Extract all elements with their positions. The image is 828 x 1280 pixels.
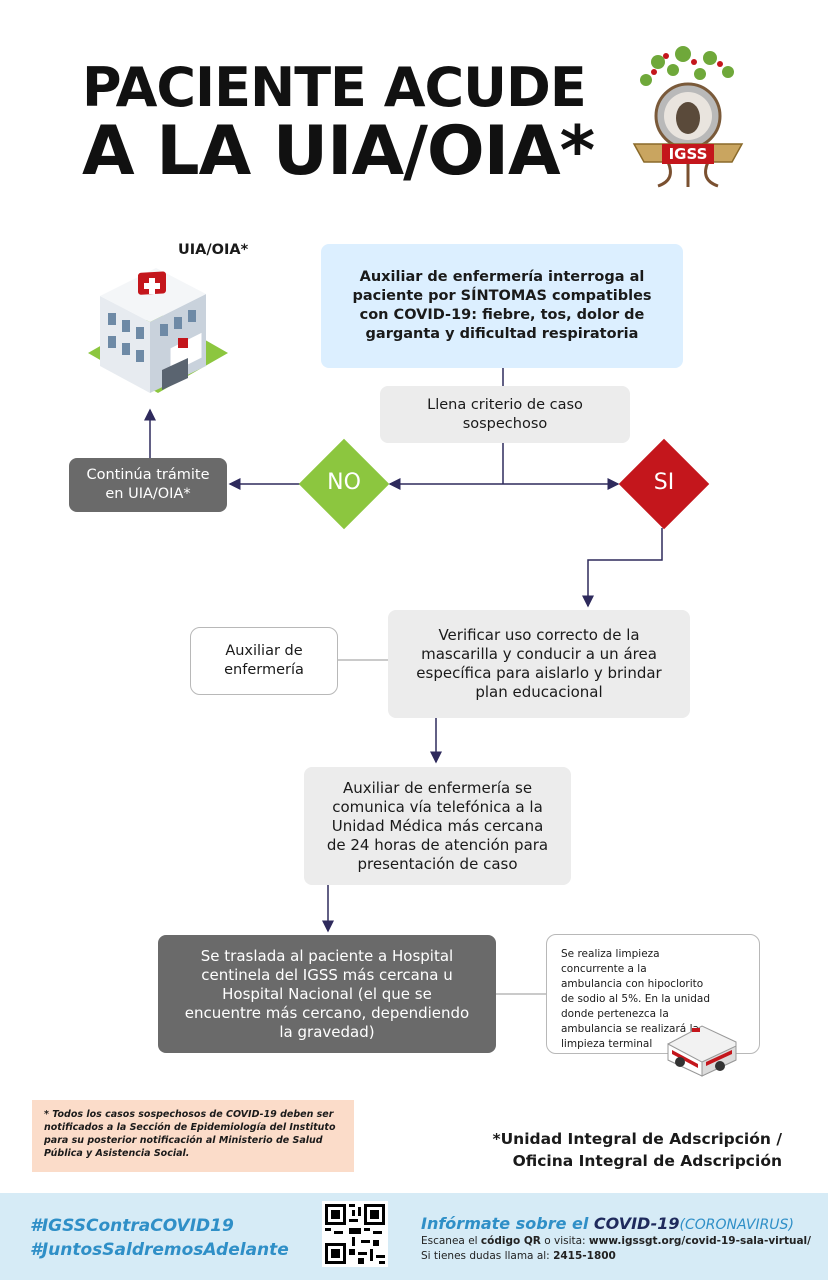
logo-text: IGSS <box>662 144 714 164</box>
footer-banner <box>0 1193 828 1280</box>
scan-line: Escanea el código QR o visita: www.igssg… <box>421 1235 811 1247</box>
hashtag-igss-contra-covid: #IGSSContraCOVID19 <box>30 1216 234 1236</box>
node-comunica-telefonica: Auxiliar de enfermería se comunica vía t… <box>304 767 571 885</box>
node-continua-tramite: Continúa trámite en UIA/OIA* <box>69 458 227 512</box>
scan-qr: código QR <box>480 1235 541 1247</box>
footnote-definition: *Unidad Integral de Adscripción / Oficin… <box>492 1128 782 1172</box>
igss-logo: IGSS <box>628 44 748 189</box>
ambulance-icon <box>662 1010 742 1078</box>
hashtag-juntos-saldremos: #JuntosSaldremosAdelante <box>30 1240 289 1260</box>
decision-si-label: SI <box>653 470 675 495</box>
hospital-building-icon <box>78 258 238 408</box>
footnote-line2: Oficina Integral de Adscripción <box>512 1152 782 1170</box>
node-limpieza-ambulancia: Se realiza limpieza concurrente a la amb… <box>546 934 760 1054</box>
page-title-line1: PACIENTE ACUDE <box>82 56 587 119</box>
node-verificar-mascarilla: Verificar uso correcto de la mascarilla … <box>388 610 690 718</box>
phone-prefix: Si tienes dudas llama al: <box>421 1250 554 1262</box>
info-covid: COVID-19 <box>593 1214 680 1233</box>
page-title-line2: A LA UIA/OIA* <box>82 112 595 191</box>
scan-prefix: Escanea el <box>421 1235 481 1247</box>
node-llena-criterio: Llena criterio de caso sospechoso <box>380 386 630 443</box>
info-suffix: (CORONAVIRUS) <box>679 1217 794 1233</box>
node-traslada-hospital: Se traslada al paciente a Hospital centi… <box>158 935 496 1053</box>
footnote-line1: *Unidad Integral de Adscripción / <box>492 1130 782 1148</box>
qr-code-icon[interactable] <box>322 1201 388 1267</box>
info-heading: Infórmate sobre el COVID-19(CORONAVIRUS) <box>421 1214 794 1233</box>
decision-no-label: NO <box>327 470 361 495</box>
limpieza-text: Se realiza limpieza concurrente a la amb… <box>561 948 711 1050</box>
phone-line: Si tienes dudas llama al: 2415-1800 <box>421 1250 616 1262</box>
node-interroga: Auxiliar de enfermería interroga al paci… <box>321 244 683 368</box>
info-prefix: Infórmate sobre el <box>421 1214 594 1233</box>
phone-number[interactable]: 2415-1800 <box>553 1250 616 1262</box>
scan-url-link[interactable]: www.igssgt.org/covid-19-sala-virtual/ <box>588 1235 811 1247</box>
building-label: UIA/OIA* <box>178 242 249 258</box>
scan-mid: o visita: <box>540 1235 589 1247</box>
notification-note: * Todos los casos sospechosos de COVID-1… <box>32 1100 354 1172</box>
node-auxiliar-enfermeria: Auxiliar de enfermería <box>190 627 338 695</box>
